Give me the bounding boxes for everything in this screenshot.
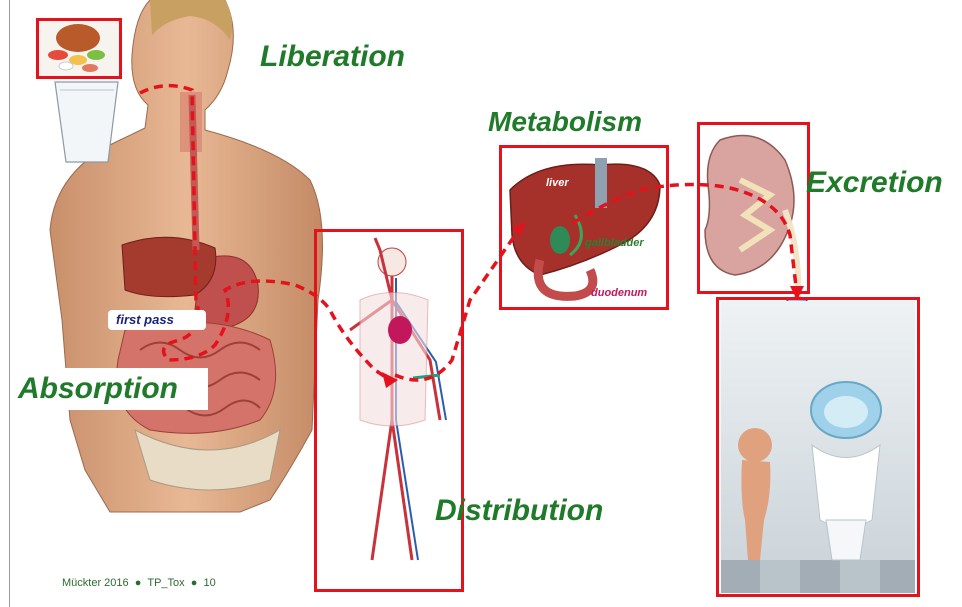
water-glass bbox=[55, 82, 118, 162]
toilet-box bbox=[716, 297, 920, 597]
footer-author-year: Mückter 2016 bbox=[62, 577, 129, 589]
liver-label: liver bbox=[546, 177, 569, 189]
footer-course: TP_Tox bbox=[147, 577, 184, 589]
liberation-label: Liberation bbox=[260, 40, 405, 74]
absorption-label: Absorption bbox=[18, 372, 178, 406]
gallbladder-label: gallbladder bbox=[585, 237, 644, 249]
footer-bullet: ● bbox=[188, 577, 201, 589]
distribution-label: Distribution bbox=[435, 494, 603, 528]
metabolism-box bbox=[499, 145, 669, 310]
footer: Mückter 2016 ● TP_Tox ● 10 bbox=[62, 577, 216, 589]
duodenum-label: duodenum bbox=[591, 287, 647, 299]
distribution-box bbox=[314, 229, 464, 592]
footer-page: 10 bbox=[204, 577, 216, 589]
excretion-label: Excretion bbox=[806, 166, 943, 200]
metabolism-label: Metabolism bbox=[488, 106, 642, 138]
footer-bullet: ● bbox=[132, 577, 145, 589]
liberation-box bbox=[36, 18, 122, 79]
first-pass-label: first pass bbox=[116, 312, 174, 327]
excretion-box bbox=[697, 122, 810, 294]
